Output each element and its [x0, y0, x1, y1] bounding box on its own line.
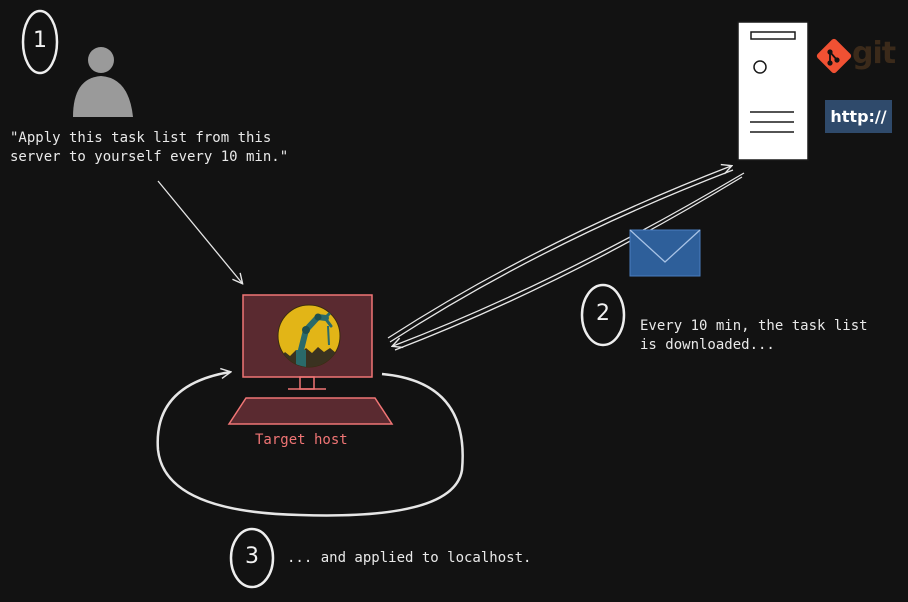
user-icon [73, 47, 133, 117]
keyboard-icon [227, 397, 394, 425]
step-3-text: ... and applied to localhost. [287, 550, 532, 566]
server-icon [737, 21, 809, 161]
step-2-text: Every 10 min, the task list is downloade… [640, 318, 868, 353]
arrow-user-to-host [157, 180, 242, 283]
step-1-number: 1 [33, 28, 47, 53]
target-host-label: Target host [255, 432, 348, 448]
envelope-icon [629, 229, 701, 277]
robot-arm-logo-icon [277, 304, 341, 368]
step-1-circle [21, 9, 59, 75]
http-badge: http:// [825, 100, 892, 133]
step-3-number: 3 [245, 544, 259, 569]
arrows-host-server [387, 166, 745, 351]
step-2-circle [580, 283, 626, 347]
step-3-circle [229, 527, 275, 589]
step-1-text: "Apply this task list from this server t… [10, 130, 289, 165]
git-logo-icon [816, 38, 852, 74]
git-label: git [852, 36, 896, 71]
step-2-number: 2 [596, 301, 610, 326]
loop-arrow [156, 372, 464, 517]
